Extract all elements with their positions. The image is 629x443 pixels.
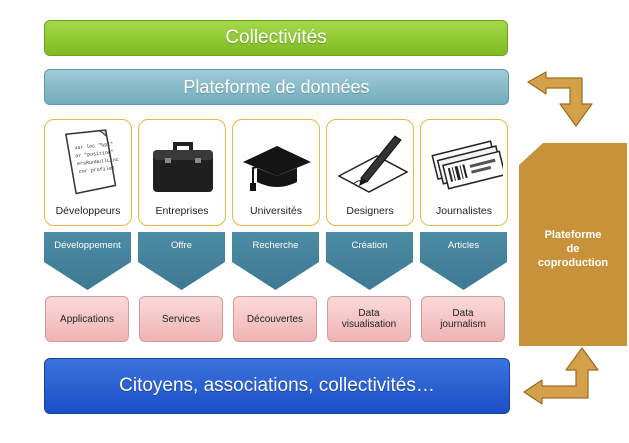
chevron-shape <box>326 232 413 290</box>
activity-label: Développement <box>54 240 121 251</box>
actor-developpeurs: var loc "bpl" ar "position" ersRunNullLi… <box>44 119 132 226</box>
graduation-cap-icon <box>243 146 311 191</box>
actor-label: Universités <box>250 205 302 217</box>
code-document-icon: var loc "bpl" ar "position" ersRunNullLi… <box>64 129 119 195</box>
collectivites-label: Collectivités <box>225 27 327 48</box>
output-label-line1: Data <box>452 308 474 319</box>
output-label-line2: journalism <box>440 319 486 330</box>
activity-label: Offre <box>171 240 192 251</box>
actor-label: Développeurs <box>55 205 121 217</box>
actor-label: Designers <box>346 205 394 217</box>
actor-label: Entreprises <box>155 205 209 217</box>
activity-label: Articles <box>447 240 480 251</box>
output-applications: Applications <box>45 296 129 342</box>
activity-chevron-offre: Offre <box>138 232 225 290</box>
output-services: Services <box>139 296 223 342</box>
code-line: var loc "bpl" <box>74 141 113 151</box>
output-label: Services <box>161 313 201 325</box>
output-data-journalism: Data journalism <box>421 296 505 342</box>
coproduction-line2: de <box>566 243 580 255</box>
curved-arrow-down-icon <box>527 71 593 127</box>
output-label-line2: visualisation <box>341 319 397 330</box>
coproduction-label: Plateforme de coproduction <box>521 228 625 270</box>
chevron-shape <box>138 232 225 290</box>
chevron-shape <box>420 232 507 290</box>
collectivites-bar: Collectivités <box>44 20 508 56</box>
coproduction-line3: coproduction <box>537 257 609 269</box>
output-label: Découvertes <box>246 313 304 325</box>
plateforme-donnees-label: Plateforme de données <box>183 76 370 97</box>
output-data-visualisation: Data visualisation <box>327 296 411 342</box>
activity-label: Création <box>351 240 388 251</box>
code-line: ar "position" <box>75 149 114 159</box>
activity-chevron-recherche: Recherche <box>232 232 319 290</box>
actor-entreprises: Entreprises <box>138 119 226 226</box>
actor-label: Journalistes <box>435 205 493 217</box>
activity-label: Recherche <box>252 240 299 251</box>
coproduction-line1: Plateforme <box>544 229 602 241</box>
output-label-line1: Data <box>358 308 380 319</box>
output-decouvertes: Découvertes <box>233 296 317 342</box>
coproduction-panel <box>519 143 627 346</box>
activity-chevron-creation: Création <box>326 232 413 290</box>
code-line: ersRunNullLinc <box>77 157 119 167</box>
actor-journalistes: Journalistes <box>420 119 508 226</box>
briefcase-icon <box>153 142 213 192</box>
tickets-icon <box>431 140 503 190</box>
actor-designers: Designers <box>326 119 414 226</box>
actor-universites: Universités <box>232 119 320 226</box>
activity-chevron-developpement: Développement <box>44 232 131 290</box>
plateforme-donnees-bar: Plateforme de données <box>44 69 509 105</box>
citoyens-bar: Citoyens, associations, collectivités… <box>44 358 510 414</box>
code-line: cor profileT <box>79 165 115 175</box>
curved-arrow-up-icon <box>523 347 599 405</box>
activity-chevron-articles: Articles <box>420 232 507 290</box>
pen-paper-icon <box>337 135 409 193</box>
chevron-shape <box>232 232 319 290</box>
output-label: Applications <box>60 313 114 325</box>
citoyens-label: Citoyens, associations, collectivités… <box>119 375 435 396</box>
chevron-shape <box>44 232 131 290</box>
